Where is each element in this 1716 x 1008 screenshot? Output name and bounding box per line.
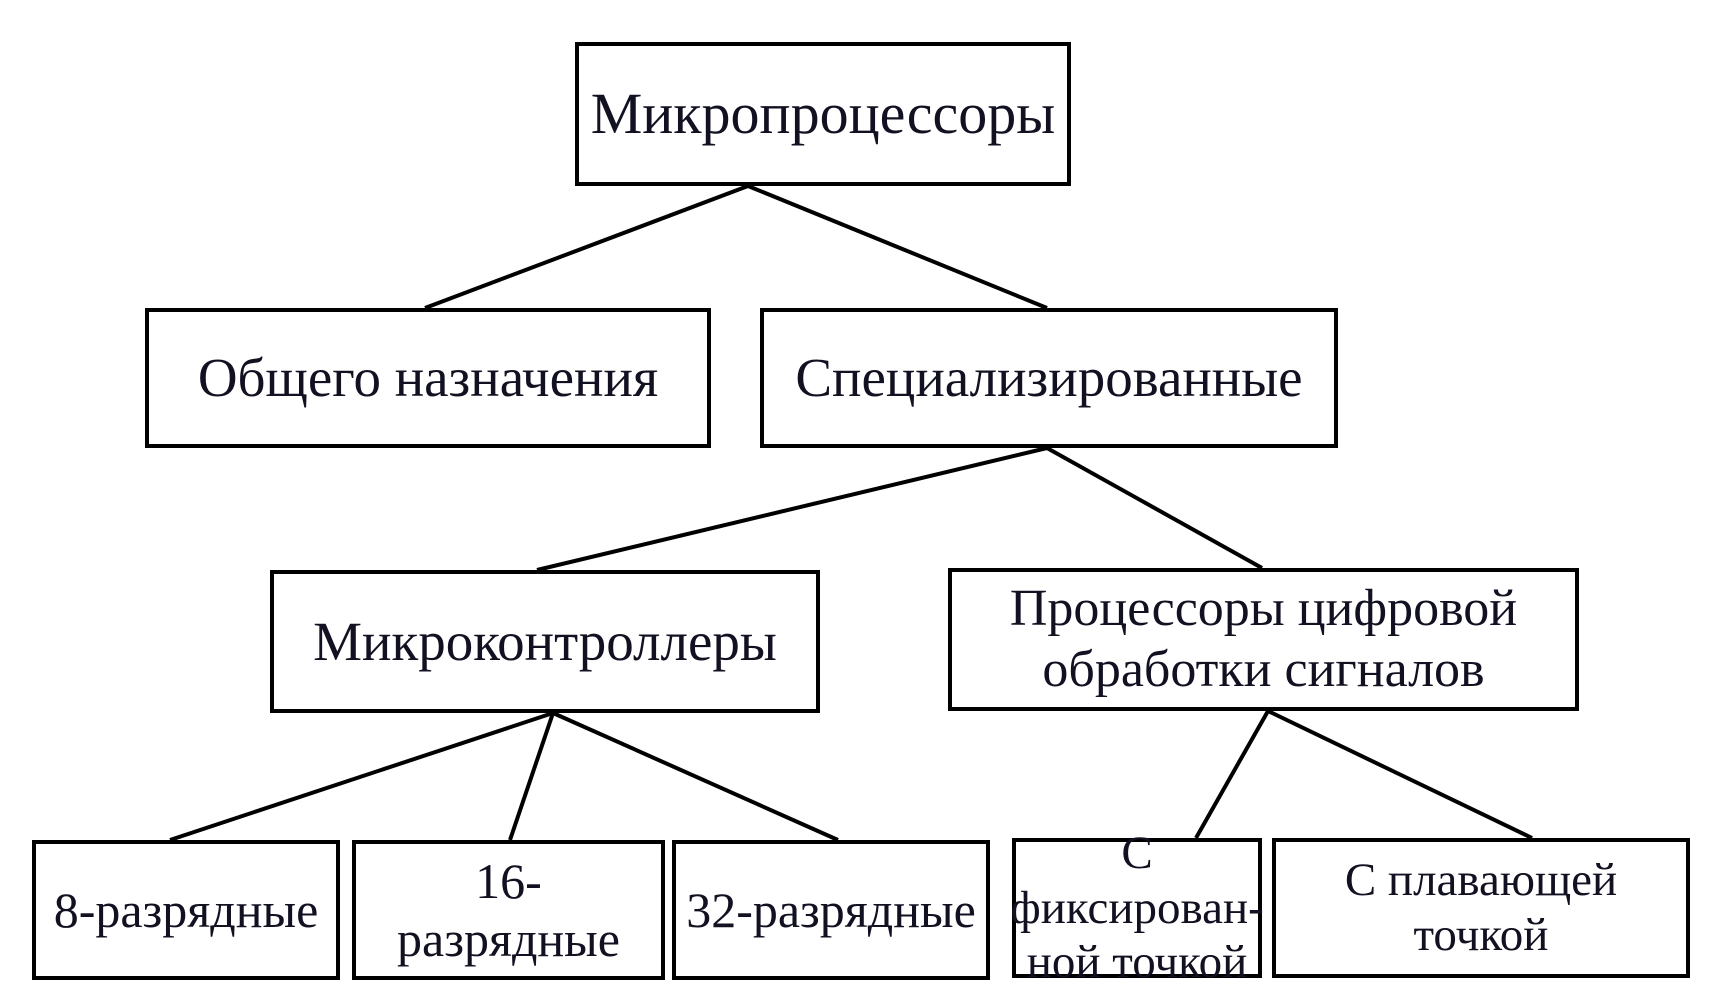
- node-general-purpose[interactable]: Общего назначения: [145, 308, 711, 448]
- node-label: Микропроцессоры: [590, 81, 1056, 147]
- node-fixed-point[interactable]: С фиксирован- ной точкой: [1010, 827, 1264, 988]
- node-label: 8-разрядные: [53, 882, 319, 938]
- edge-mcu-to-bits8: [169, 711, 554, 842]
- edge-special-to-dsp: [1046, 446, 1263, 570]
- node-label: Микроконтроллеры: [313, 610, 777, 672]
- node-floating-point[interactable]: С плавающей точкой: [1272, 838, 1690, 978]
- node-label: Специализированные: [795, 347, 1303, 409]
- node-label: С фиксирован- ной точкой: [1010, 827, 1264, 989]
- node-digital-signal-processors[interactable]: Процессоры цифровой обработки сигналов: [948, 568, 1579, 711]
- edge-dsp-to-float-point: [1267, 709, 1533, 840]
- edge-root-to-special: [747, 184, 1048, 310]
- node-8-bit[interactable]: 8-разрядные: [32, 840, 340, 980]
- node-label: Общего назначения: [197, 347, 659, 409]
- node-16-bit[interactable]: 16-разрядные: [352, 840, 665, 980]
- edge-mcu-to-bits16: [508, 712, 555, 841]
- node-microprocessors[interactable]: Микропроцессоры: [575, 42, 1071, 186]
- node-specialized[interactable]: Специализированные: [760, 308, 1338, 448]
- edge-root-to-general: [424, 184, 749, 310]
- node-label: Процессоры цифровой обработки сигналов: [1009, 580, 1518, 698]
- node-label: 32-разрядные: [686, 882, 976, 938]
- node-32-bit[interactable]: 32-разрядные: [672, 840, 990, 980]
- node-label: 16-разрядные: [397, 853, 620, 967]
- edge-special-to-mcu: [536, 446, 1048, 572]
- node-microcontrollers[interactable]: Микроконтроллеры: [270, 570, 820, 713]
- node-label: С плавающей точкой: [1344, 854, 1618, 961]
- edge-dsp-to-fixed-point: [1194, 710, 1270, 839]
- edge-mcu-to-bits32: [552, 711, 839, 842]
